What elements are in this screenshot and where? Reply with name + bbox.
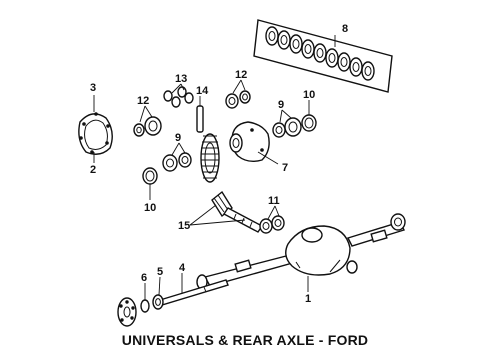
leader-line [232,79,242,94]
callout-4: 4 [179,262,186,274]
leader-line [178,142,186,154]
leader-line [267,205,276,220]
axle-housing [196,213,406,290]
leader-line [144,105,153,118]
axle-seal [140,299,150,313]
shim-right [301,114,317,132]
leader-line [279,109,283,123]
leader-line [139,105,146,123]
callout-12-right: 12 [235,69,247,81]
shim-left [142,167,158,185]
drive-pinion [211,190,264,233]
leader-line [171,83,182,94]
leader-line [274,205,280,217]
leader-line [240,79,246,91]
callout-8: 8 [342,23,348,35]
carrier-bearing-right [225,90,251,109]
carrier-bearing-left [133,116,162,137]
pinion-bearing [259,215,285,234]
wheel-bearing [152,294,164,310]
clutch-plate-pack [253,19,393,93]
leader-line [171,142,180,156]
callout-3: 3 [90,82,96,94]
callout-9-left: 9 [175,132,181,144]
callout-13: 13 [175,73,187,85]
axle-shaft [159,279,229,306]
differential-cover [78,112,113,155]
differential-case [229,121,270,163]
diagram-caption: UNIVERSALS & REAR AXLE - FORD [121,332,369,348]
pinion-washers [163,86,194,108]
callout-10-right: 10 [303,89,315,101]
ring-gear [200,133,220,183]
leader-line [189,219,246,226]
callout-7: 7 [282,162,288,174]
bearing-cup-right [272,117,302,138]
bearing-cup-left [162,152,192,172]
leader-line [158,276,161,296]
callout-2: 2 [90,164,96,176]
leader-line [257,151,279,165]
callout-9-right: 9 [278,99,284,111]
callout-6: 6 [141,272,147,284]
leader-line [180,83,185,91]
callout-5: 5 [157,266,163,278]
callout-11: 11 [268,195,280,207]
callout-1: 1 [305,293,311,305]
callout-15: 15 [178,220,190,232]
callout-10-left: 10 [144,202,156,214]
leader-line [189,204,217,226]
leader-line [281,109,292,119]
pinion-cross-shaft [196,96,204,133]
callout-14: 14 [196,85,209,97]
callout-12-left: 12 [137,95,149,107]
wheel-flange [117,297,137,327]
